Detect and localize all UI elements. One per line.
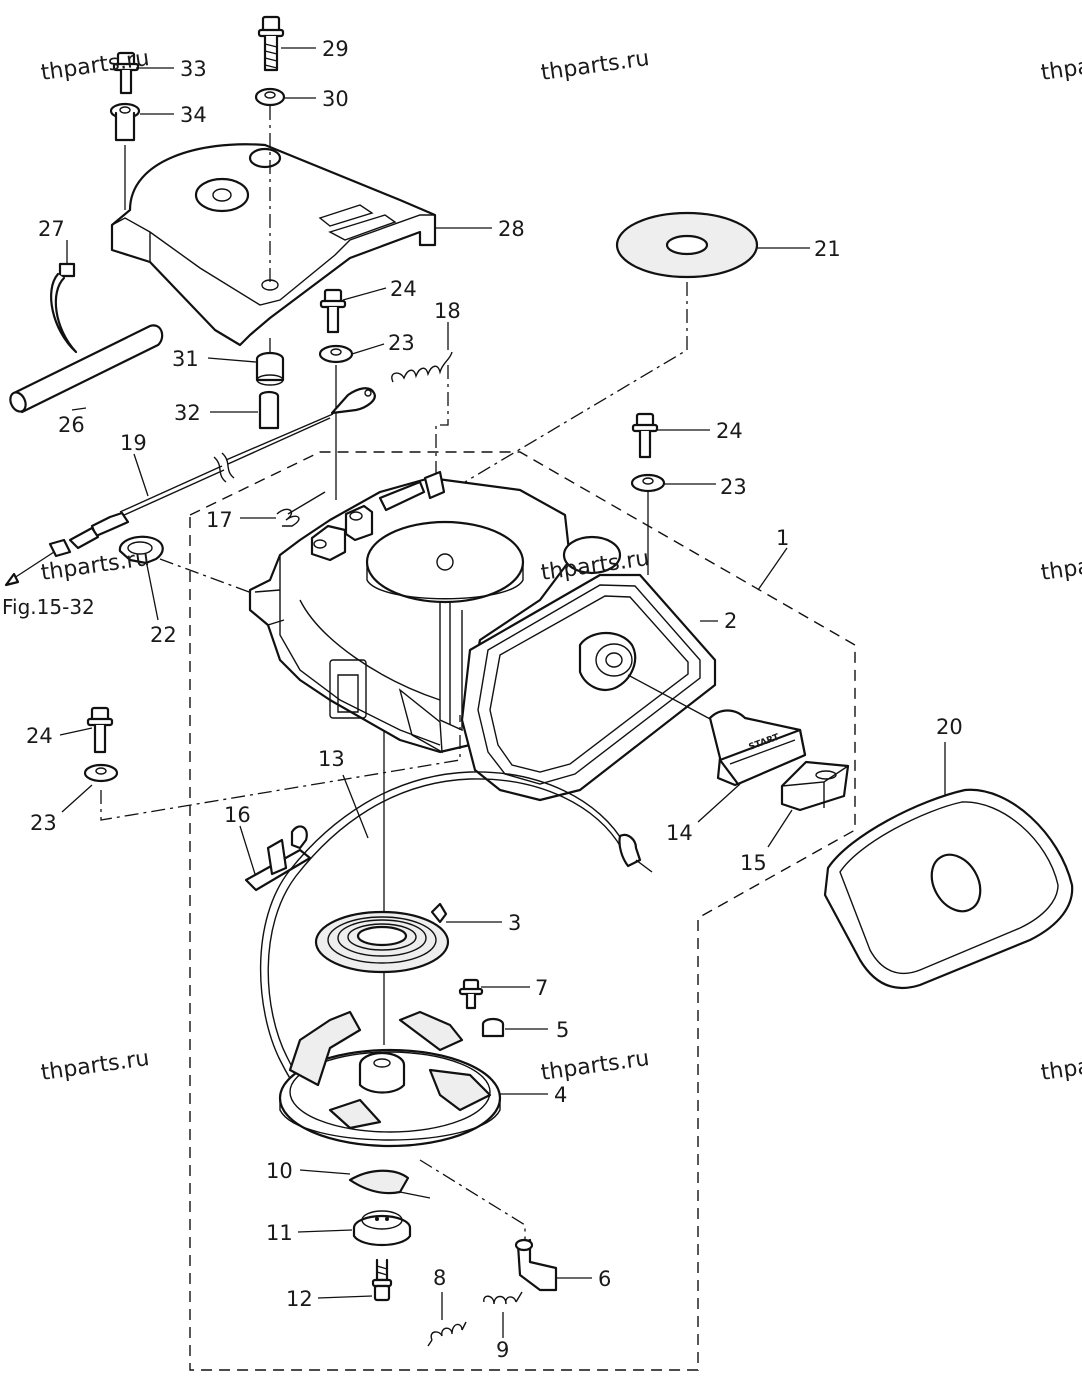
cap-11 <box>352 1210 412 1246</box>
watermark: thparts.ru <box>539 46 651 86</box>
part-label-22: 22 <box>150 623 177 647</box>
part-label-23-c: 23 <box>30 811 57 835</box>
collar-5 <box>481 1017 505 1038</box>
spring-9 <box>483 1295 517 1305</box>
part-label-15: 15 <box>740 851 767 875</box>
part-label-33: 33 <box>180 57 207 81</box>
part-label-14: 14 <box>666 821 693 845</box>
spring-17 <box>276 491 326 527</box>
part-label-31: 31 <box>172 347 199 371</box>
part-label-27: 27 <box>38 217 65 241</box>
bracket-16 <box>244 825 312 892</box>
block-15 <box>780 760 850 812</box>
recoil-housing <box>248 470 622 754</box>
start-handle-14: START <box>708 709 807 787</box>
collar-31 <box>255 351 285 386</box>
friction-plate-10 <box>348 1169 431 1199</box>
bolt-12 <box>371 1258 393 1302</box>
part-label-2: 2 <box>724 609 737 633</box>
part-label-24-c: 24 <box>26 724 53 748</box>
part-label-26: 26 <box>58 413 85 437</box>
watermark: thparts.ru <box>539 1046 651 1086</box>
figure-reference: Fig.15-32 <box>2 595 95 619</box>
part-label-29: 29 <box>322 37 349 61</box>
screw-7 <box>458 978 484 1010</box>
part-label-7: 7 <box>535 976 548 1000</box>
bolt-33 <box>112 51 140 95</box>
bolt-29 <box>257 15 285 72</box>
part-label-17: 17 <box>206 508 233 532</box>
watermark: thparts.ru <box>39 1046 151 1086</box>
cable-19 <box>48 387 376 558</box>
part-label-9: 9 <box>496 1338 509 1362</box>
part-label-20: 20 <box>936 715 963 739</box>
part-label-23-a: 23 <box>388 331 415 355</box>
plate-21 <box>615 211 759 279</box>
part-label-3: 3 <box>508 911 521 935</box>
part-label-24-a: 24 <box>390 277 417 301</box>
collar-34 <box>109 102 141 142</box>
washer-23-b <box>630 473 666 493</box>
cover-pad-20 <box>823 788 1074 990</box>
part-label-28: 28 <box>498 217 525 241</box>
part-label-30: 30 <box>322 87 349 111</box>
spring-8 <box>430 1323 463 1341</box>
part-label-10: 10 <box>266 1159 293 1183</box>
washer-23-c <box>83 763 119 783</box>
washer-23-a <box>318 344 354 364</box>
rope-13-b <box>267 778 623 1122</box>
bolt-24-a <box>319 288 347 334</box>
handle-tray-2 <box>460 573 717 802</box>
rope-13 <box>259 771 626 1126</box>
recoil-spring-3 <box>314 902 450 974</box>
watermark: thparts.ru <box>1039 1046 1082 1086</box>
part-label-12: 12 <box>286 1287 313 1311</box>
clip-27 <box>50 262 78 354</box>
tube-26 <box>9 324 164 414</box>
watermark: thparts.ru <box>1039 46 1082 86</box>
part-label-11: 11 <box>266 1221 293 1245</box>
part-label-34: 34 <box>180 103 207 127</box>
bolt-24-c <box>86 706 114 754</box>
part-label-21: 21 <box>814 237 841 261</box>
part-label-4: 4 <box>554 1083 567 1107</box>
part-label-5: 5 <box>556 1018 569 1042</box>
washer-30 <box>254 87 286 107</box>
part-label-6: 6 <box>598 1267 611 1291</box>
part-label-16: 16 <box>224 803 251 827</box>
part-labels: 1 2 3 4 5 6 7 8 9 10 11 12 13 14 15 16 1… <box>26 37 963 1362</box>
leader-lines <box>59 47 946 1338</box>
part-label-13: 13 <box>318 747 345 771</box>
part-label-8: 8 <box>433 1266 446 1290</box>
part-label-1: 1 <box>776 526 789 550</box>
part-label-19: 19 <box>120 431 147 455</box>
knob-22 <box>118 535 261 597</box>
watermark: thparts.ru <box>39 46 151 86</box>
top-cover <box>110 143 437 347</box>
part-label-23-b: 23 <box>720 475 747 499</box>
part-label-24-b: 24 <box>716 419 743 443</box>
sleeve-32 <box>258 390 280 430</box>
spring-18 <box>391 351 453 383</box>
bolt-24-b <box>631 412 659 459</box>
pulley-4 <box>278 1010 502 1148</box>
part-label-32: 32 <box>174 401 201 425</box>
pawl-6 <box>514 1238 558 1292</box>
part-label-18: 18 <box>434 299 461 323</box>
watermark: thparts.ru <box>1039 546 1082 586</box>
